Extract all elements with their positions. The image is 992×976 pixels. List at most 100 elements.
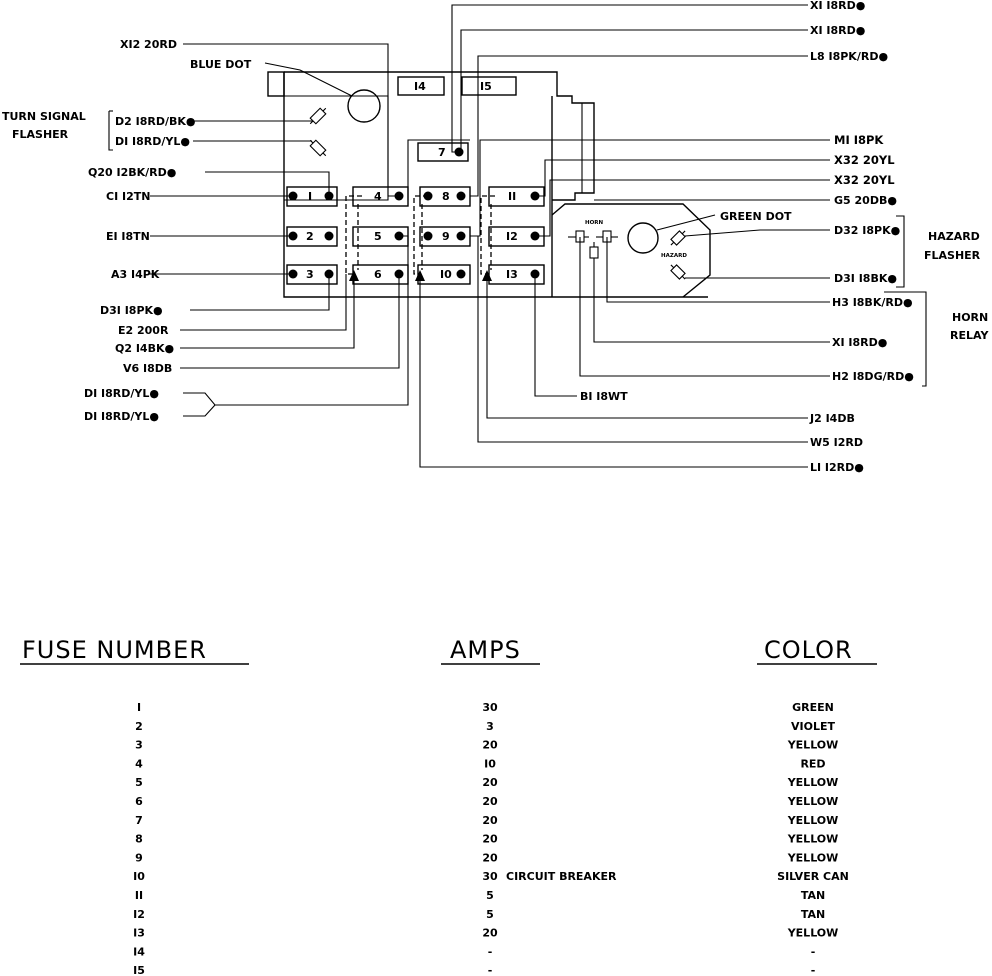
label-j2: J2 I4DB	[809, 412, 855, 425]
label-x32-a: X32 20YL	[834, 153, 895, 167]
cell-fuse: I2	[133, 908, 145, 921]
table-row: I5--	[133, 964, 815, 976]
fuse-10-label: I0	[440, 268, 452, 281]
cell-color: YELLOW	[787, 795, 839, 808]
turn-signal-flasher	[309, 89, 381, 157]
label-q20: Q20 I2BK/RD●	[88, 166, 176, 179]
label-hazard: HAZARD	[928, 230, 980, 243]
label-x32-b: X32 20YL	[834, 173, 895, 187]
cell-amps: 5	[486, 889, 494, 902]
cell-fuse: II	[135, 889, 143, 902]
fuse-9: 9	[419, 226, 471, 247]
cell-color: -	[811, 945, 816, 958]
cell-amps: -	[488, 945, 493, 958]
label-l8: L8 I8PK/RD●	[810, 50, 888, 63]
cell-color: TAN	[801, 908, 825, 921]
cell-fuse: 9	[135, 851, 143, 864]
cell-fuse: 5	[135, 776, 143, 789]
fuses: I 2 3 4 5 6 7	[286, 80, 545, 285]
table-row: 9 20 YELLOW	[135, 851, 838, 864]
label-e1: EI I8TN	[106, 230, 150, 243]
fuse-2-label: 2	[306, 230, 314, 243]
label-hazard-flasher: FLASHER	[924, 249, 981, 262]
label-d1-c: DI I8RD/YL●	[84, 410, 159, 423]
fuse-2: 2	[286, 226, 338, 247]
label-x12: XI2 20RD	[120, 38, 177, 51]
header-color: COLOR	[764, 636, 853, 664]
fuse-13-label: I3	[506, 268, 518, 281]
cell-amps: 20	[482, 851, 498, 864]
cell-amps: 20	[482, 927, 498, 940]
cell-color: -	[811, 964, 816, 976]
horn-tag: HORN	[585, 220, 604, 226]
cell-fuse: I4	[133, 945, 145, 958]
fuse-15-label: I5	[480, 80, 492, 93]
flasher-terminal-icon	[309, 107, 327, 125]
table-row: I3 20 YELLOW	[133, 927, 838, 940]
hazard-horn-board: HAZARD HORN	[568, 220, 687, 280]
cell-color: YELLOW	[787, 833, 839, 846]
label-d1-b: DI I8RD/YL●	[84, 387, 159, 400]
cell-fuse: I	[137, 701, 141, 714]
cell-color: SILVER CAN	[777, 870, 849, 883]
cell-fuse: I5	[133, 964, 145, 976]
cell-amps: 5	[486, 908, 494, 921]
cell-color: VIOLET	[791, 720, 835, 733]
hazard-tag: HAZARD	[661, 253, 687, 259]
cell-color: YELLOW	[787, 851, 839, 864]
fuse-6-label: 6	[374, 268, 382, 281]
cell-fuse: 6	[135, 795, 143, 808]
fuse-14-label: I4	[414, 80, 426, 93]
table-row: I4 - -	[133, 945, 815, 958]
cell-amps: 20	[482, 833, 498, 846]
label-a3: A3 I4PK	[111, 268, 160, 281]
label-q2: Q2 I4BK●	[115, 342, 174, 355]
label-x1-top: XI I8RD●	[810, 0, 865, 12]
label-d1-a: DI I8RD/YL●	[115, 135, 190, 148]
label-turn-signal: TURN SIGNAL	[2, 110, 86, 123]
cell-color: YELLOW	[787, 739, 839, 752]
header-fuse-number: FUSE NUMBER	[22, 636, 207, 664]
label-m1: MI I8PK	[834, 133, 884, 147]
label-d2: D2 I8RD/BK●	[115, 115, 196, 128]
fuse-8-label: 8	[442, 190, 450, 203]
internal-bus	[345, 195, 495, 275]
label-x1-right: XI I8RD●	[832, 336, 887, 349]
label-e2: E2 200R	[118, 324, 169, 337]
fuse-10: I0	[415, 264, 471, 285]
cell-amps: 20	[482, 776, 498, 789]
hazard-terminal-icon	[670, 230, 686, 246]
label-horn: HORN	[952, 311, 988, 324]
table-row: 8 20 YELLOW	[135, 833, 838, 846]
cell-amps: 20	[482, 795, 498, 808]
label-l1: LI I2RD●	[810, 461, 864, 474]
cell-amps: 30	[482, 870, 498, 883]
cell-color: YELLOW	[787, 927, 839, 940]
fuse-5-label: 5	[374, 230, 382, 243]
cell-amps: 20	[482, 814, 498, 827]
blue-dot	[347, 89, 381, 123]
label-d32: D32 I8PK●	[834, 224, 900, 237]
table-row: I2 5 TAN	[133, 908, 825, 921]
label-h3: H3 I8BK/RD●	[832, 296, 913, 309]
cell-color: RED	[800, 757, 825, 770]
table-row: 6 20 YELLOW	[135, 795, 838, 808]
cell-amps: 3	[486, 720, 494, 733]
label-g5: G5 20DB●	[834, 194, 897, 207]
cell-color: YELLOW	[787, 814, 839, 827]
header-amps: AMPS	[450, 636, 521, 664]
label-relay: RELAY	[950, 329, 989, 342]
label-w5: W5 I2RD	[810, 436, 863, 449]
label-green-dot: GREEN DOT	[720, 210, 792, 223]
cell-fuse: I3	[133, 927, 145, 940]
wires	[108, 4, 927, 468]
cell-fuse: 8	[135, 833, 143, 846]
fuse-block-outline	[267, 71, 711, 298]
fuse-7-label: 7	[438, 146, 446, 159]
